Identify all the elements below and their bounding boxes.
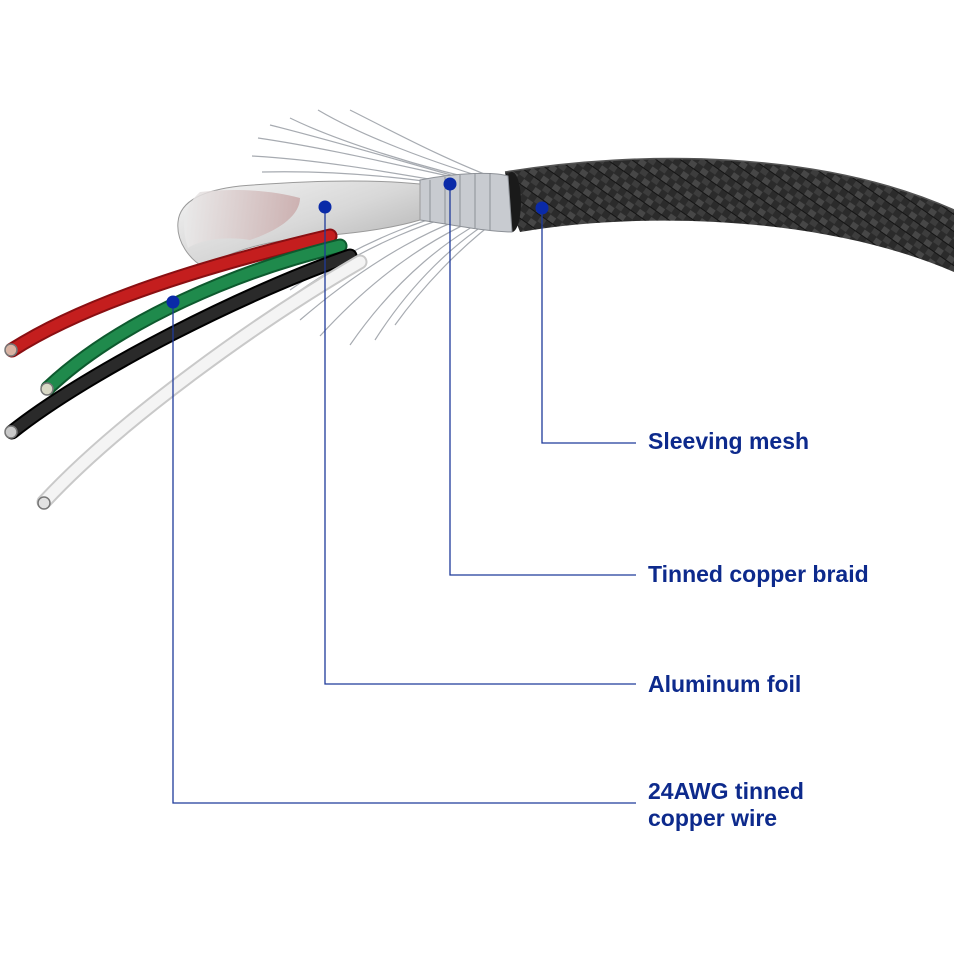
tinned-copper-braid-dot bbox=[443, 177, 457, 191]
aluminum-foil-shape bbox=[177, 180, 421, 269]
tinned-copper-braid-text: Tinned copper braid bbox=[648, 561, 869, 587]
leader-lines bbox=[172, 184, 636, 804]
sleeving-mesh-label: Sleeving mesh bbox=[648, 428, 809, 455]
copper-wire-text-line1: 24AWG tinned bbox=[648, 778, 804, 804]
copper-wire-label: 24AWG tinned copper wire bbox=[648, 778, 804, 832]
aluminum-foil-text: Aluminum foil bbox=[648, 671, 802, 697]
sleeving-mesh-dot bbox=[535, 201, 549, 215]
tinned-copper-braid-label: Tinned copper braid bbox=[648, 561, 869, 588]
sleeving-mesh-text: Sleeving mesh bbox=[648, 428, 810, 454]
copper-wires-shape bbox=[4, 228, 368, 510]
copper-wire-text-line2: copper wire bbox=[648, 805, 778, 831]
aluminum-foil-label: Aluminum foil bbox=[648, 671, 801, 698]
copper-wire-dot bbox=[166, 295, 180, 309]
aluminum-foil-dot bbox=[318, 200, 332, 214]
sleeving-mesh-shape bbox=[503, 157, 954, 272]
wire-tips bbox=[4, 343, 54, 510]
